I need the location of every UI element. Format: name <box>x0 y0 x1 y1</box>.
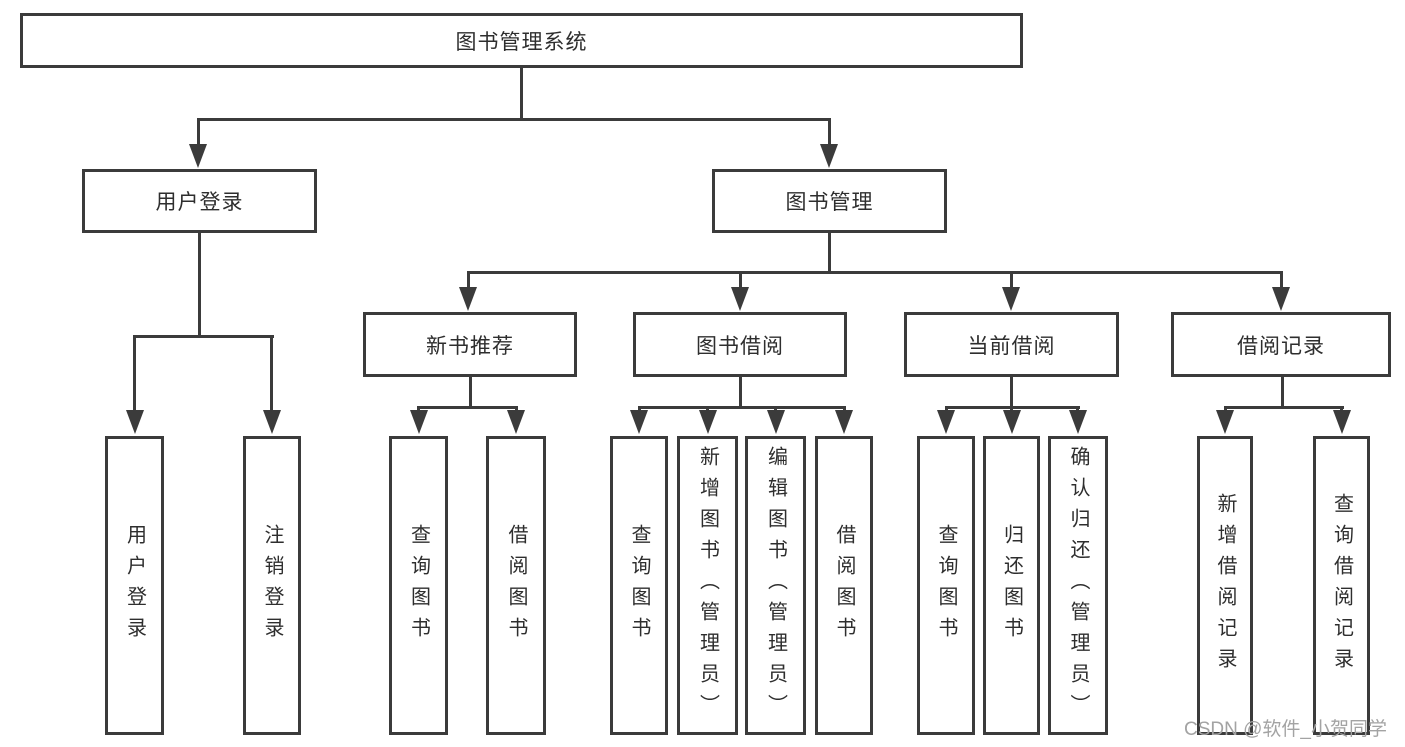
connector-line <box>828 120 831 146</box>
leaf-user-login: 用户登录 <box>105 436 164 735</box>
connector-line <box>520 68 523 121</box>
arrow-down-icon <box>1272 287 1290 311</box>
connector-line <box>133 337 136 412</box>
arrow-down-icon <box>767 410 785 434</box>
node-new-book-recommend: 新书推荐 <box>363 312 577 377</box>
leaf-confirm-return-admin: 确认归还（管理员） <box>1048 436 1108 735</box>
connector-line <box>198 233 201 337</box>
leaf-add-books-admin: 新增图书（管理员） <box>677 436 738 735</box>
leaf-query-borrow-record: 查询借阅记录 <box>1313 436 1370 735</box>
connector-line <box>1281 377 1284 408</box>
connector-line <box>270 337 273 412</box>
arrow-down-icon <box>410 410 428 434</box>
connector-line <box>1224 406 1344 409</box>
connector-line <box>467 271 1283 274</box>
leaf-add-borrow-record: 新增借阅记录 <box>1197 436 1253 735</box>
connector-line <box>197 118 831 121</box>
node-library-management-system: 图书管理系统 <box>20 13 1023 68</box>
arrow-down-icon <box>699 410 717 434</box>
leaf-logout: 注销登录 <box>243 436 301 735</box>
node-current-borrow: 当前借阅 <box>904 312 1119 377</box>
connector-line <box>1010 377 1013 408</box>
arrow-down-icon <box>459 287 477 311</box>
connector-line <box>469 377 472 408</box>
leaf-query-books-borrow: 查询图书 <box>610 436 668 735</box>
leaf-query-books-current: 查询图书 <box>917 436 975 735</box>
arrow-down-icon <box>1216 410 1234 434</box>
arrow-down-icon <box>189 144 207 168</box>
connector-line <box>467 273 470 289</box>
node-borrow-records: 借阅记录 <box>1171 312 1391 377</box>
arrow-down-icon <box>1002 287 1020 311</box>
arrow-down-icon <box>835 410 853 434</box>
node-book-management: 图书管理 <box>712 169 947 233</box>
leaf-borrow-books-recommend: 借阅图书 <box>486 436 546 735</box>
arrow-down-icon <box>820 144 838 168</box>
connector-line <box>739 273 742 289</box>
connector-line <box>1010 273 1013 289</box>
arrow-down-icon <box>1069 410 1087 434</box>
connector-line <box>828 233 831 273</box>
arrow-down-icon <box>507 410 525 434</box>
node-user-login: 用户登录 <box>82 169 317 233</box>
watermark: CSDN @软件_小贺同学 <box>1184 719 1387 740</box>
arrow-down-icon <box>1333 410 1351 434</box>
leaf-borrow-books: 借阅图书 <box>815 436 873 735</box>
connector-line <box>197 120 200 146</box>
connector-line <box>638 406 846 409</box>
leaf-edit-books-admin: 编辑图书（管理员） <box>745 436 806 735</box>
connector-line <box>133 335 274 338</box>
arrow-down-icon <box>630 410 648 434</box>
connector-line <box>739 377 742 408</box>
arrow-down-icon <box>263 410 281 434</box>
arrow-down-icon <box>731 287 749 311</box>
connector-line <box>417 406 518 409</box>
leaf-return-books: 归还图书 <box>983 436 1040 735</box>
node-book-borrow: 图书借阅 <box>633 312 847 377</box>
connector-line <box>945 406 1080 409</box>
arrow-down-icon <box>126 410 144 434</box>
arrow-down-icon <box>1003 410 1021 434</box>
connector-line <box>1280 273 1283 289</box>
leaf-query-books-recommend: 查询图书 <box>389 436 448 735</box>
arrow-down-icon <box>937 410 955 434</box>
